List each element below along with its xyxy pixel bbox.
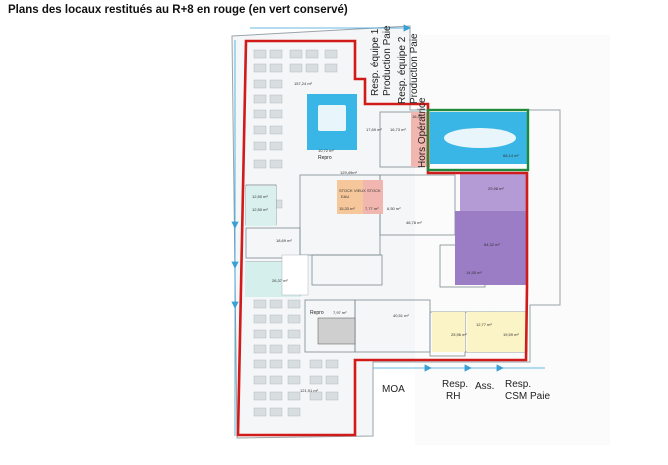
annotation-resp-rh-1: Resp. <box>442 379 468 390</box>
yellow-room-1 <box>432 312 465 352</box>
area-label: 26,37 m² <box>272 278 288 283</box>
room-label-stock: STOCK VIEUX <box>339 188 366 193</box>
annotation-moa: MOA <box>382 384 405 395</box>
area-label: 29,98 m² <box>488 186 504 191</box>
yellow-room-3 <box>497 312 527 352</box>
area-label: 7,77 m² <box>365 206 379 211</box>
area-label: 12,50 m² <box>252 207 268 212</box>
annotation-resp-rh-2: RH <box>446 391 460 402</box>
annotation-resp-equipe-1: Resp. équipe 1 <box>370 28 381 96</box>
room-label-repro-2: Repro <box>310 310 324 316</box>
dimension-markers <box>231 24 545 436</box>
meeting-table-2 <box>444 128 516 148</box>
yellow-room-2 <box>467 312 497 352</box>
meeting-table-1 <box>318 105 346 131</box>
area-label: 84,32 m² <box>484 242 500 247</box>
annotation-resp-equipe-2: Resp. équipe 2 <box>397 36 408 104</box>
area-label: 48,78 m² <box>406 220 422 225</box>
room-label-stock-3: STOCK <box>367 188 381 193</box>
restituted-outline <box>236 39 529 437</box>
area-label: 68,14 m² <box>503 153 519 158</box>
kept-outline <box>426 108 530 172</box>
annotation-hors-operatrice: Hors Opératrice <box>417 97 428 168</box>
area-label: 157,24 m² <box>294 81 313 86</box>
room-label-repro: Repro <box>318 155 332 161</box>
page-title: Plans des locaux restitués au R+8 en rou… <box>8 4 348 16</box>
pink-room <box>411 112 430 167</box>
repro-area <box>317 317 356 345</box>
annotation-resp-csm-2: CSM Paie <box>505 391 550 402</box>
annotation-resp-csm-1: Resp. <box>505 379 531 390</box>
area-label: 19,59 m² <box>503 332 519 337</box>
teal-room-2 <box>246 186 276 226</box>
area-label: 15,33 m² <box>339 206 355 211</box>
area-label: 129,49m² <box>340 170 358 175</box>
area-label: 7,97 m² <box>333 310 347 315</box>
annotation-production-paie-1: Production Paie <box>382 25 393 96</box>
area-label: 6,50 m² <box>387 206 401 211</box>
area-label: 40,51 m² <box>393 313 409 318</box>
area-label: 121,91 m² <box>300 388 319 393</box>
corridor <box>281 254 309 296</box>
area-label: 10,72 m² <box>318 148 334 153</box>
area-label: 16,73 m² <box>390 127 406 132</box>
room-label-stock-2: EAU <box>341 194 349 199</box>
stock-room-1 <box>337 180 363 214</box>
area-label: 16,42 <box>412 114 423 119</box>
area-label: 14,55 m² <box>466 270 482 275</box>
area-label: 18,69 m² <box>276 238 292 243</box>
area-label: 12,77 m² <box>476 322 492 327</box>
area-label: 12,50 m² <box>252 194 268 199</box>
purple-room-1 <box>460 173 528 211</box>
stock-room-2 <box>363 180 383 214</box>
annotation-ass: Ass. <box>475 381 494 392</box>
purple-room-2 <box>455 211 528 285</box>
annotation-production-paie-2: Production Paie <box>409 33 420 104</box>
area-label: 17,69 m² <box>366 127 382 132</box>
area-label: 25,96 m² <box>451 332 467 337</box>
